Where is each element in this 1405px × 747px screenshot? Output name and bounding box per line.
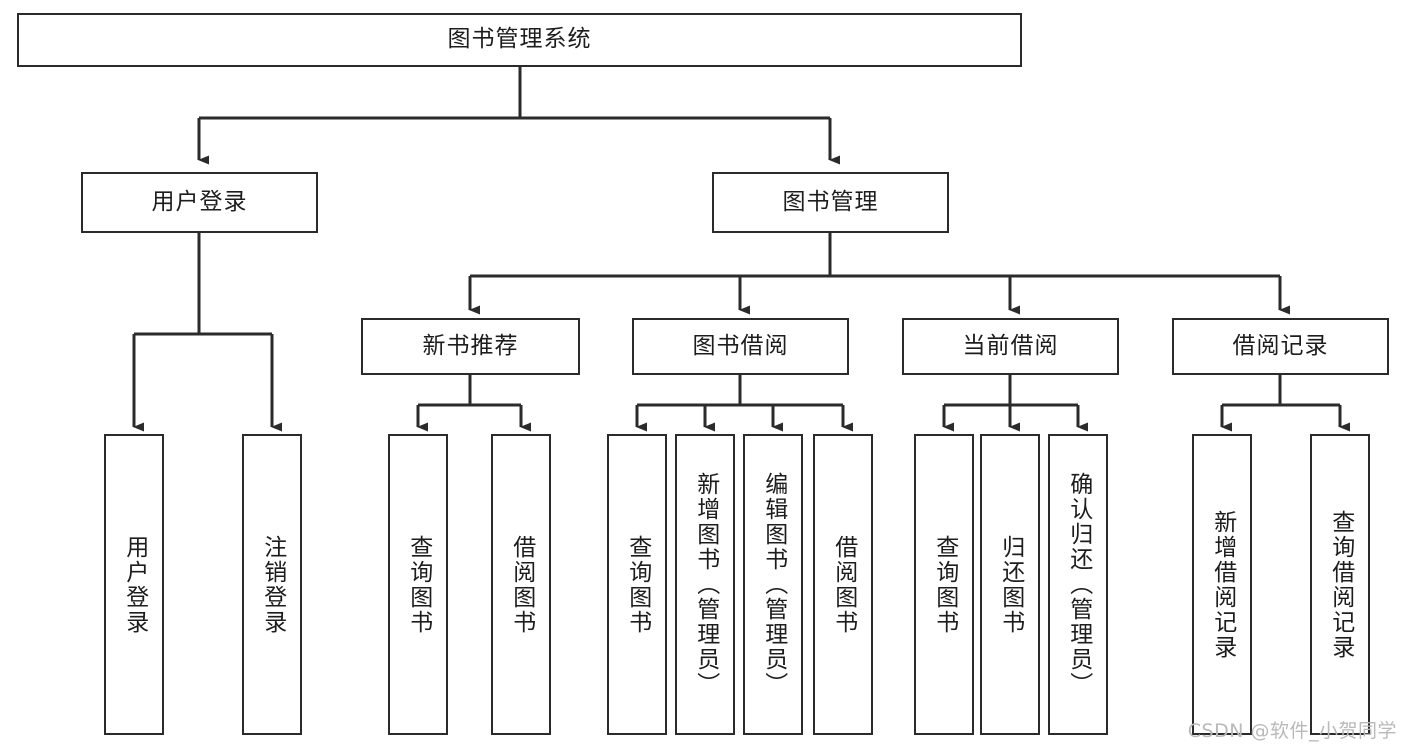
node-leaf-add-record[interactable]: 新增借阅记录 [1192,434,1252,735]
node-user-login[interactable]: 用户登录 [81,172,318,233]
node-label: 查询图书 [405,534,432,635]
csdn-watermark: CSDN @软件_小贺同学 [1187,720,1397,742]
node-leaf-query-book-1[interactable]: 查询图书 [388,434,448,735]
node-leaf-return-book[interactable]: 归还图书 [980,434,1040,735]
node-label: 借阅记录 [1232,332,1329,359]
node-label: 编辑图书（管理员） [760,472,787,697]
node-label: 新增图书（管理员） [692,472,719,697]
node-label: 图书管理系统 [447,26,592,53]
node-book-borrow[interactable]: 图书借阅 [632,318,849,375]
node-borrow-record[interactable]: 借阅记录 [1172,318,1389,375]
node-label: 图书借阅 [692,332,789,359]
node-leaf-borrow-book-2[interactable]: 借阅图书 [813,434,873,735]
node-leaf-query-book-2[interactable]: 查询图书 [607,434,667,735]
node-label: 归还图书 [997,534,1024,635]
node-leaf-user-login[interactable]: 用户登录 [104,434,164,735]
node-label: 新增借阅记录 [1209,509,1236,660]
node-label: 借阅图书 [508,534,535,635]
node-leaf-query-record[interactable]: 查询借阅记录 [1310,434,1370,735]
node-leaf-confirm-return[interactable]: 确认归还（管理员） [1048,434,1108,735]
node-book-management[interactable]: 图书管理 [712,172,949,233]
node-book-management-system[interactable]: 图书管理系统 [17,13,1022,67]
node-label: 确认归还（管理员） [1065,472,1092,697]
node-leaf-query-book-3[interactable]: 查询图书 [914,434,974,735]
node-label: 新书推荐 [422,332,519,359]
node-label: 查询图书 [624,534,651,635]
node-label: 借阅图书 [830,534,857,635]
node-new-book-recommend[interactable]: 新书推荐 [361,318,580,375]
node-leaf-add-book[interactable]: 新增图书（管理员） [675,434,735,735]
node-label: 注销登录 [259,534,286,635]
node-label: 图书管理 [782,188,879,215]
node-label: 当前借阅 [962,332,1059,359]
node-current-borrow[interactable]: 当前借阅 [902,318,1119,375]
node-label: 查询借阅记录 [1327,509,1354,660]
node-leaf-edit-book[interactable]: 编辑图书（管理员） [743,434,803,735]
node-leaf-borrow-book-1[interactable]: 借阅图书 [491,434,551,735]
node-label: 用户登录 [151,188,248,215]
node-leaf-logout-login[interactable]: 注销登录 [242,434,302,735]
node-label: 用户登录 [121,534,148,635]
node-label: 查询图书 [931,534,958,635]
